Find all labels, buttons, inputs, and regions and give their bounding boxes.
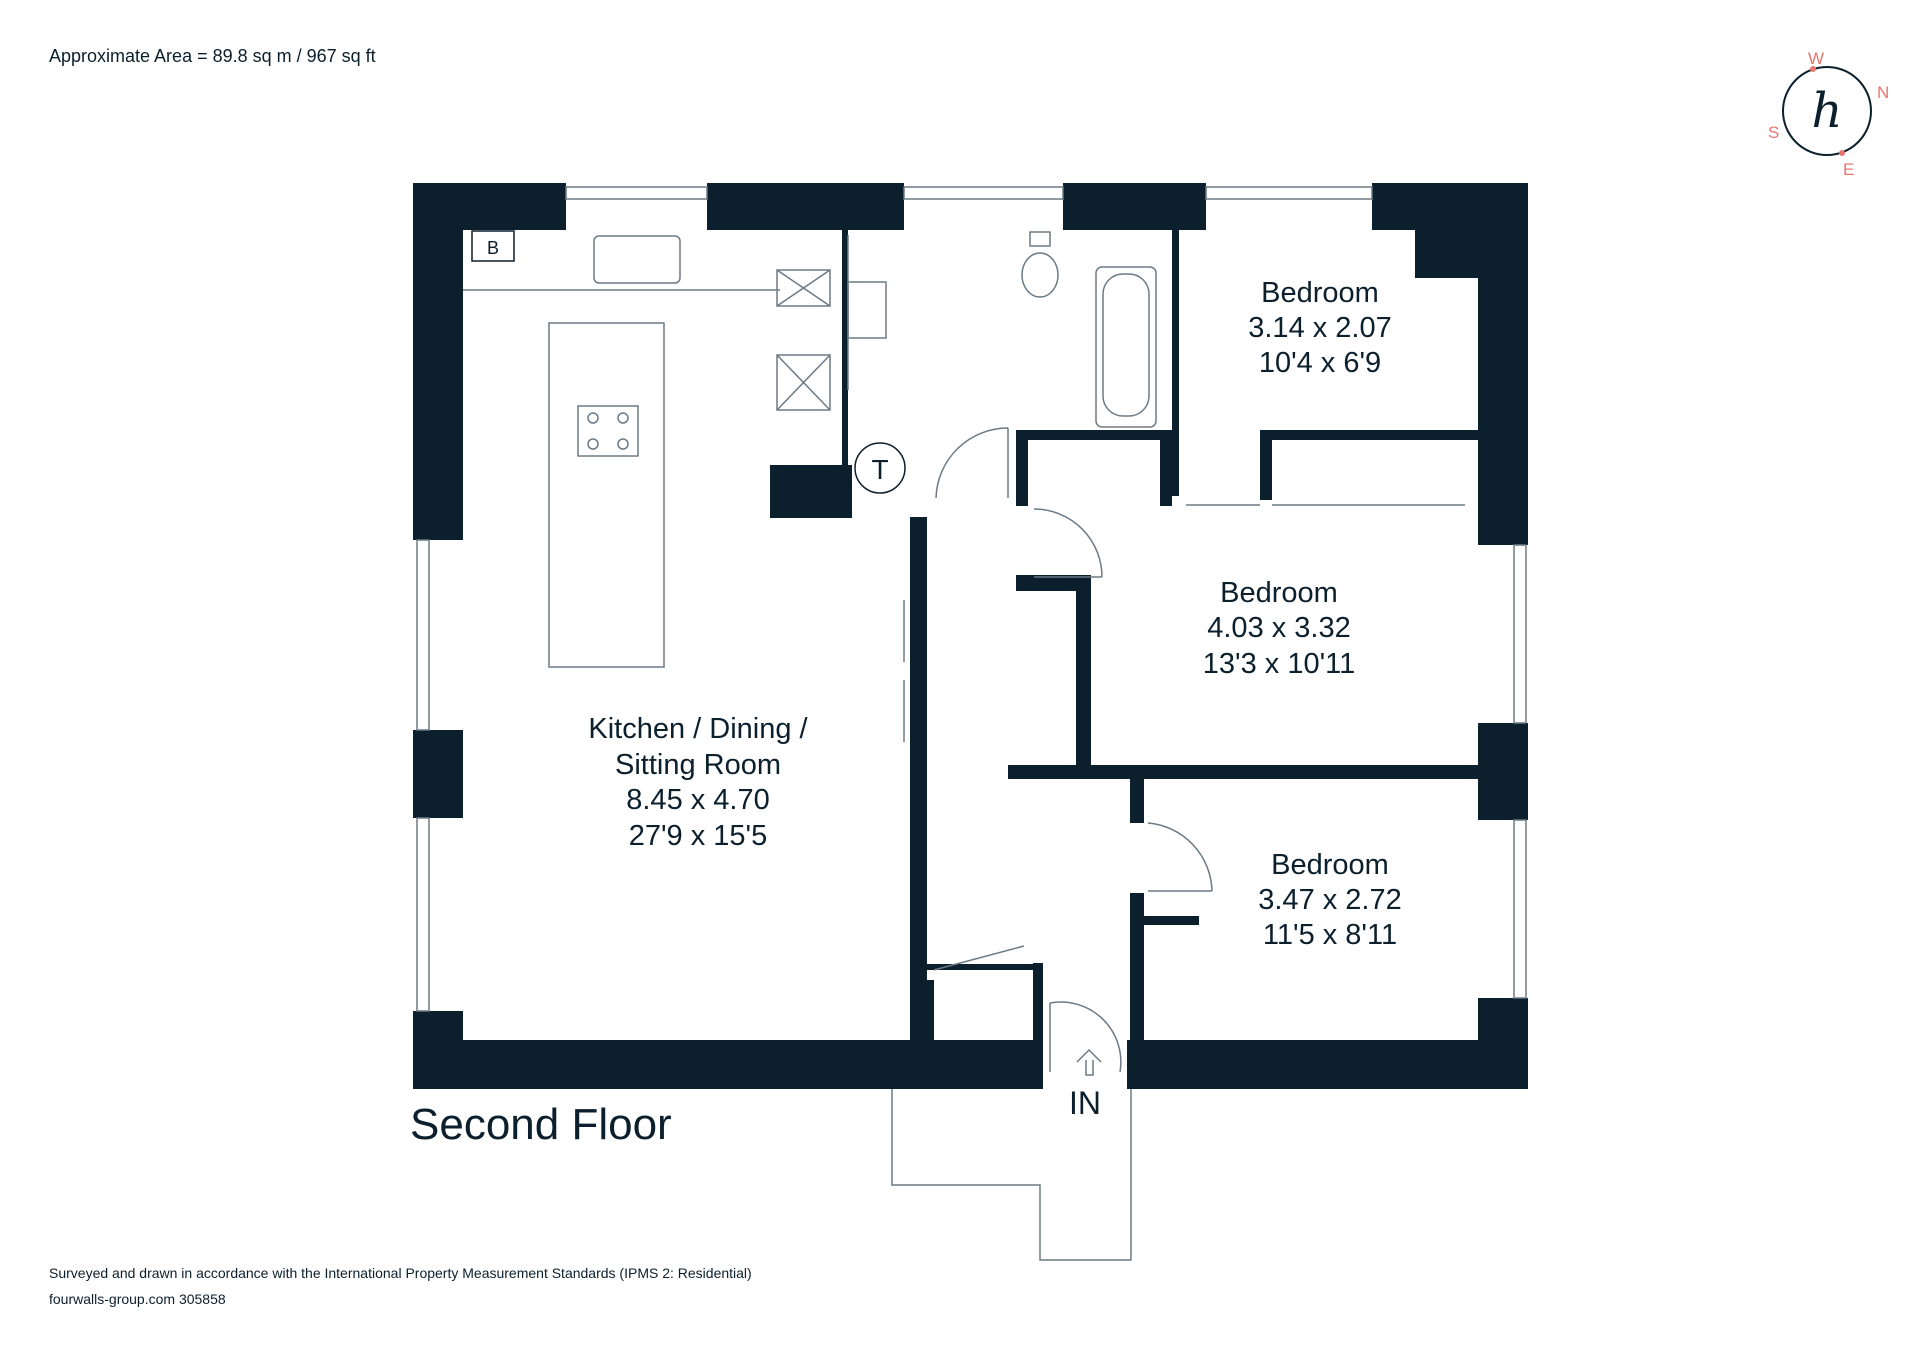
compass-south: S xyxy=(1768,123,1779,142)
tank-label: T xyxy=(871,454,888,485)
doors xyxy=(903,427,1465,1073)
bedroom1-name: Bedroom xyxy=(1261,277,1379,309)
bedroom3-name: Bedroom xyxy=(1271,849,1389,881)
boiler-label: B xyxy=(487,238,499,258)
bedroom1-imperial: 10'4 x 6'9 xyxy=(1259,347,1381,379)
monogram-logo: h xyxy=(1812,83,1843,139)
kitchen-imperial: 27'9 x 15'5 xyxy=(629,820,767,852)
floor-title: Second Floor xyxy=(410,1100,672,1149)
standards-note: Surveyed and drawn in accordance with th… xyxy=(49,1265,752,1281)
bedroom2-name: Bedroom xyxy=(1220,577,1338,609)
boiler: B xyxy=(471,230,515,262)
reference-number: fourwalls-group.com 305858 xyxy=(49,1291,226,1307)
entrance-path xyxy=(891,1089,1132,1261)
approximate-area: Approximate Area = 89.8 sq m / 967 sq ft xyxy=(49,46,376,66)
bedroom1-metric: 3.14 x 2.07 xyxy=(1248,312,1392,344)
bedroom3-metric: 3.47 x 2.72 xyxy=(1258,884,1402,916)
bathroom-fixtures xyxy=(847,231,1157,428)
compass-north: N xyxy=(1877,83,1889,102)
bedroom2-imperial: 13'3 x 10'11 xyxy=(1203,648,1355,680)
bedroom2-metric: 4.03 x 3.32 xyxy=(1207,612,1351,644)
bedroom2-label: Bedroom 4.03 x 3.32 13'3 x 10'11 xyxy=(1203,577,1355,680)
windows xyxy=(416,186,1527,1012)
kitchen-fixtures xyxy=(463,235,831,668)
bedroom3-imperial: 11'5 x 8'11 xyxy=(1263,919,1397,951)
entrance-arrow-icon xyxy=(1076,1048,1102,1076)
walls xyxy=(413,183,1528,1089)
kitchen-name-line1: Kitchen / Dining / xyxy=(588,713,808,745)
compass: W N S E h xyxy=(1768,49,1889,179)
compass-west: W xyxy=(1808,49,1824,68)
kitchen-metric: 8.45 x 4.70 xyxy=(626,784,770,816)
kitchen-dining-label: Kitchen / Dining / Sitting Room 8.45 x 4… xyxy=(588,713,808,852)
bedroom1-label: Bedroom 3.14 x 2.07 10'4 x 6'9 xyxy=(1248,277,1392,379)
kitchen-name-line2: Sitting Room xyxy=(615,749,781,781)
bedroom3-label: Bedroom 3.47 x 2.72 11'5 x 8'11 xyxy=(1258,849,1402,951)
entrance-label: IN xyxy=(1069,1085,1101,1121)
compass-east: E xyxy=(1843,160,1854,179)
water-tank: T xyxy=(854,442,906,494)
